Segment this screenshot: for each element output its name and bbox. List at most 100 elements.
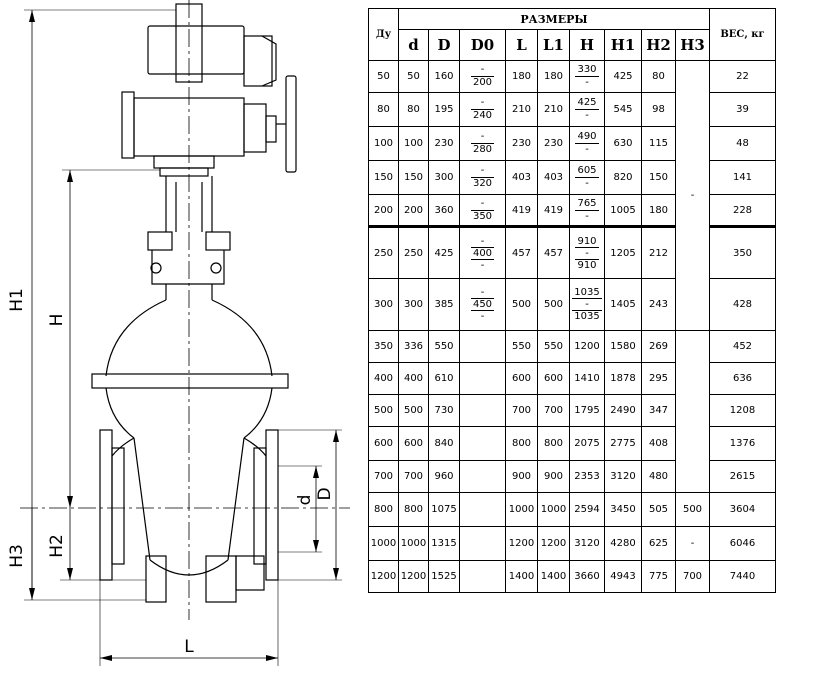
cell-h: 330-	[569, 60, 605, 93]
cell-h2: 408	[641, 426, 676, 461]
cell-h1: 2775	[604, 426, 642, 461]
cell-l1: 180	[537, 60, 570, 93]
column-header-h3: H3	[675, 29, 710, 61]
cell-h1: 1405	[604, 278, 642, 331]
cell-d0-stack: -450-	[470, 287, 495, 322]
cell-du: 50	[368, 60, 399, 93]
cell-d: 100	[398, 126, 429, 161]
cell-d: 425	[428, 226, 460, 279]
cell-h-stack: 425-	[575, 97, 599, 122]
cell-h1: 3450	[604, 492, 642, 527]
h-arrow-bottom	[67, 496, 73, 508]
cell-h2: 98	[641, 92, 676, 127]
cell-d0-part: 450	[470, 298, 495, 311]
cell-h: 425-	[569, 92, 605, 127]
column-header-d0: D0	[459, 29, 506, 61]
cell-h1: 1580	[604, 330, 642, 363]
cell-d0: -320	[459, 160, 506, 195]
right-end-flange	[265, 429, 279, 581]
body-left-upper	[105, 387, 135, 439]
cell-h-stack: 765-	[575, 198, 599, 223]
cell-h1: 820	[604, 160, 642, 195]
cell-l1: 550	[537, 330, 570, 363]
body-flange	[91, 373, 289, 389]
cell-d: 80	[398, 92, 429, 127]
cell-d: 840	[428, 426, 460, 461]
left-bolt	[147, 231, 173, 251]
cell-d0: -200	[459, 60, 506, 93]
cell-l: 403	[505, 160, 538, 195]
cell-d: 500	[398, 394, 429, 427]
cell-weight: 1376	[709, 426, 776, 461]
cell-d0-part: 280	[472, 144, 493, 155]
cell-d: 800	[398, 492, 429, 527]
cell-d: 1000	[398, 526, 429, 561]
cell-h3: 700	[675, 560, 710, 593]
dim-label-h3: H3	[7, 544, 27, 568]
cell-l: 457	[505, 226, 538, 279]
cell-d0-part: 350	[472, 210, 493, 222]
stem	[175, 182, 203, 232]
cell-d0	[459, 426, 506, 461]
cell-d: 50	[398, 60, 429, 93]
cell-d0-part: 200	[472, 77, 493, 88]
cell-l1: 419	[537, 194, 570, 228]
cell-d: 400	[398, 362, 429, 395]
l-arrow-left	[100, 655, 112, 661]
du-header: Ду	[368, 8, 399, 61]
cell-h2: 150	[641, 160, 676, 195]
cell-h1: 2490	[604, 394, 642, 427]
cell-d0-part: -	[470, 131, 495, 144]
cell-h1: 4943	[604, 560, 642, 593]
cell-weight: 48	[709, 126, 776, 161]
cell-d: 1525	[428, 560, 460, 593]
cell-h1: 4280	[604, 526, 642, 561]
cell-weight: 428	[709, 278, 776, 331]
cell-du: 200	[368, 194, 399, 228]
cell-l: 500	[505, 278, 538, 331]
cell-h-stack: 490-	[575, 131, 599, 156]
valve-drawing-svg: H1 H H3 H2 d D L	[7, 0, 350, 666]
cell-d0	[459, 330, 506, 363]
cell-weight: 452	[709, 330, 776, 363]
cell-h-part: -	[585, 110, 589, 121]
cell-h-part: -	[575, 246, 599, 260]
cell-h-part: -	[572, 298, 602, 311]
bonnet-right	[211, 299, 273, 377]
cell-h1: 1205	[604, 226, 642, 279]
cell-d: 600	[398, 426, 429, 461]
cell-du: 150	[368, 160, 399, 195]
cell-h-part: -	[585, 144, 589, 155]
cell-h-part: -	[585, 178, 589, 189]
cell-d0-part: 400	[470, 246, 495, 260]
cell-weight: 228	[709, 194, 776, 228]
cell-l: 230	[505, 126, 538, 161]
column-header-h1: H1	[604, 29, 642, 61]
cell-l1: 700	[537, 394, 570, 427]
cell-weight: 1208	[709, 394, 776, 427]
cell-h2: 80	[641, 60, 676, 93]
cell-d0-part: -	[480, 287, 485, 298]
column-header-d: D	[428, 29, 460, 61]
cell-h: 765-	[569, 194, 605, 228]
cell-du: 1000	[368, 526, 399, 561]
weight-header: ВЕС, кг	[709, 8, 776, 61]
right-foot	[235, 555, 265, 591]
cell-d0-stack: -400-	[470, 236, 495, 271]
h-arrow-top	[67, 170, 73, 182]
cell-du: 80	[368, 92, 399, 127]
cell-h1: 545	[604, 92, 642, 127]
cell-d0: -450-	[459, 278, 506, 331]
cell-l: 210	[505, 92, 538, 127]
cell-d0: -400-	[459, 226, 506, 279]
cell-d0	[459, 460, 506, 493]
cell-du: 400	[368, 362, 399, 395]
cell-l1: 457	[537, 226, 570, 279]
cell-du: 1200	[368, 560, 399, 593]
cell-d0-part: 240	[472, 110, 493, 121]
